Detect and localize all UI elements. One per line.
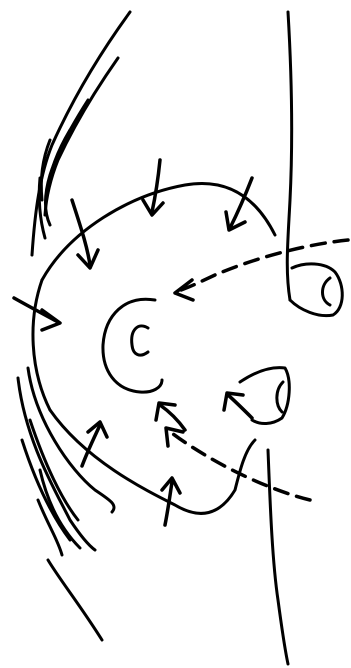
torso-lower-right-contour xyxy=(268,450,288,664)
left-hand-drawing xyxy=(32,12,130,255)
arrow-up-left-right xyxy=(224,393,252,418)
dashed-arrows xyxy=(166,240,348,500)
breast-upper-contour xyxy=(42,183,275,280)
arrow-up-left-center xyxy=(156,403,185,430)
breast-lower-contour xyxy=(50,410,255,513)
breast-left-contour xyxy=(33,280,50,410)
nipple-center xyxy=(132,326,148,355)
thumb-outline xyxy=(290,264,342,316)
nipple-drawing xyxy=(103,299,162,392)
lower-left-hand-drawing xyxy=(18,368,114,640)
left-hand-finger-line xyxy=(46,100,89,225)
lower-hand-finger-line xyxy=(40,470,80,548)
thumb-nail xyxy=(323,278,331,305)
right-hand-drawing xyxy=(240,12,342,664)
lower-hand-wrist-line xyxy=(48,560,102,640)
arrow-down-left xyxy=(72,200,98,268)
lower-thumb-nail xyxy=(277,382,283,412)
arrow-up-lower-left xyxy=(82,422,107,466)
torso-right-contour xyxy=(287,12,291,300)
arrow-down-right xyxy=(226,178,252,230)
arrow-down-center xyxy=(143,160,163,215)
dashed-arrow-lower xyxy=(166,428,310,500)
